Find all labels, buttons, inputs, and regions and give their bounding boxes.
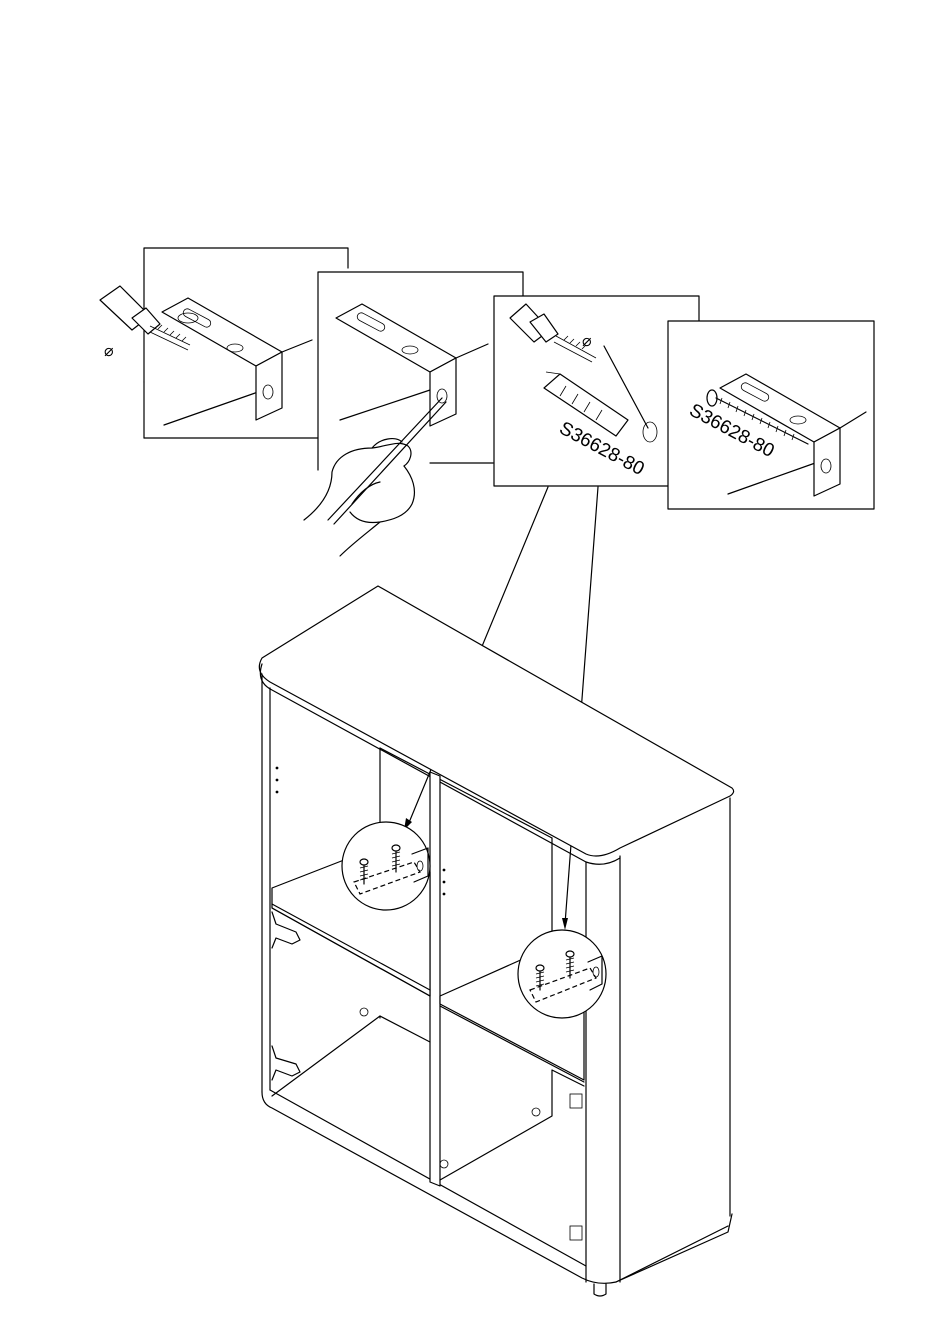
cabinet-top — [259, 586, 733, 856]
angle-bracket — [336, 304, 488, 426]
detail-circle-right — [518, 930, 606, 1018]
angle-bracket — [162, 298, 312, 420]
cabinet — [259, 586, 733, 1296]
pencil-icon — [328, 398, 446, 524]
step-2-panel — [304, 272, 523, 556]
detail-circle-left — [342, 822, 430, 910]
diameter-symbol: ⌀ — [582, 333, 592, 350]
diameter-symbol: ⌀ — [104, 343, 114, 360]
step-1-panel: ⌀ — [100, 248, 348, 438]
step-4-panel: S36628-80 — [668, 321, 874, 509]
